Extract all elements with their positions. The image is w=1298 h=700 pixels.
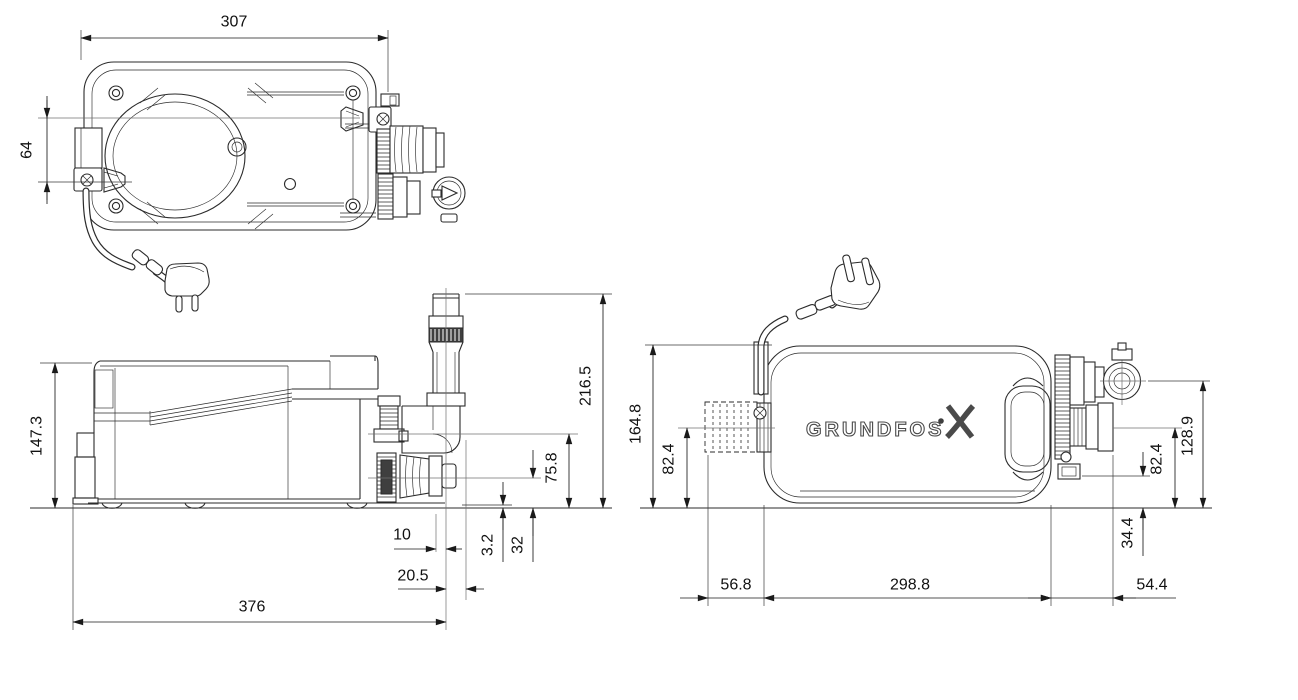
flow-direction-arrow-icon [441, 185, 459, 201]
dimension-overall-height: 164.8 [628, 344, 772, 509]
plug-pin-icon [842, 254, 855, 283]
pump-access-cover [1004, 377, 1051, 481]
dim-label-75.8: 75.8 [544, 452, 561, 483]
dim-label-164.8: 164.8 [628, 404, 645, 444]
small-boss [283, 177, 297, 191]
dim-label-32: 32 [510, 536, 527, 554]
dimension-inlet-center: 82.4 [661, 427, 775, 509]
dimension-body-length: 298.8 [763, 505, 1052, 606]
plug-pin-icon [191, 294, 199, 312]
dim-label-298.8: 298.8 [890, 577, 930, 594]
side-view: 147.3 216.5 75.8 10 20.5 3.2 [29, 288, 612, 630]
grundfos-x-icon [945, 404, 976, 439]
tank-inner-outline-top [91, 69, 369, 223]
inlet-fitting-end [704, 401, 772, 453]
dim-label-64: 64 [19, 141, 36, 159]
dimension-discharge-center: 75.8 [544, 433, 573, 509]
dim-label-82.4-right: 82.4 [1149, 443, 1166, 474]
discharge-coupling-side [373, 405, 409, 443]
dim-label-376: 376 [239, 599, 266, 616]
tank-opening-outer [104, 93, 246, 219]
dim-label-20.5: 20.5 [397, 568, 428, 585]
plug-pin-icon [861, 257, 874, 286]
dimension-flange-offset: 20.5 [397, 568, 484, 593]
top-view: 307 64 [19, 14, 466, 313]
dimension-drain-height: 34.4 [1082, 452, 1150, 556]
dimension-outlet-center: 32 [510, 450, 537, 562]
dim-label-147.3: 147.3 [29, 416, 46, 456]
dimension-inlet-offset: 64 [19, 96, 360, 204]
dimension-pipe-offset: 10 [393, 527, 462, 553]
dimension-side-port-center: 82.4 [1113, 427, 1182, 509]
bracket [380, 93, 400, 107]
logo-dot-icon [938, 418, 944, 424]
mounting-bosses [108, 85, 361, 214]
dim-label-56.8: 56.8 [720, 577, 751, 594]
discharge-clamp [340, 93, 400, 133]
latch [377, 395, 401, 407]
center-boss-inner [231, 141, 243, 153]
dim-label-34.4: 34.4 [1120, 517, 1137, 548]
dim-label-307: 307 [221, 14, 248, 31]
center-boss [227, 137, 247, 157]
dimension-base-clearance: 3.2 [480, 482, 507, 562]
discharge-pipe [401, 293, 466, 454]
power-cord-end [757, 254, 881, 396]
outlet-flange [1097, 402, 1114, 452]
dim-label-216.5: 216.5 [578, 366, 595, 406]
dimension-inlet-extension: 56.8 [680, 455, 765, 606]
inlet-fitting-top [73, 127, 126, 193]
vent-fitting [1111, 348, 1133, 361]
tank-details-side [94, 361, 331, 499]
power-cord-top [82, 187, 210, 313]
dim-label-128.9: 128.9 [1180, 416, 1197, 456]
grundfos-logo: GRUNDFOS [805, 404, 976, 442]
discharge-assembly-end [1054, 342, 1146, 480]
plug-body [830, 261, 881, 310]
non-return-valve [377, 173, 466, 223]
tank-outline-side [72, 355, 445, 509]
tank-outline-top [83, 61, 377, 231]
dimension-tank-height: 147.3 [29, 362, 92, 509]
discharge-coupling-upper [376, 125, 445, 174]
plug-body [164, 262, 210, 297]
dimension-overall-width: 307 [80, 14, 389, 92]
dimension-outlet-extension: 54.4 [1028, 455, 1176, 606]
dim-label-82.4-left: 82.4 [661, 443, 678, 474]
grundfos-logo-text: GRUNDFOS [806, 419, 944, 441]
dimension-outlet-top: 128.9 [1148, 380, 1210, 509]
dim-label-10: 10 [393, 527, 411, 544]
drain-port [1057, 463, 1081, 480]
centerlines-side [368, 288, 578, 630]
side-outlet [376, 452, 457, 503]
dim-label-3.2: 3.2 [480, 534, 497, 556]
dimension-overall-length: 376 [72, 505, 447, 630]
plug-pin-icon [175, 295, 183, 313]
dim-label-54.4: 54.4 [1136, 577, 1167, 594]
cord-grommet [145, 259, 164, 276]
drain-screw-icon [1060, 451, 1072, 463]
end-view: GRUNDFOS [628, 254, 1212, 606]
dimension-discharge-top: 216.5 [465, 293, 612, 509]
cord-grommet [795, 304, 818, 320]
internal-seams-top [139, 82, 376, 230]
